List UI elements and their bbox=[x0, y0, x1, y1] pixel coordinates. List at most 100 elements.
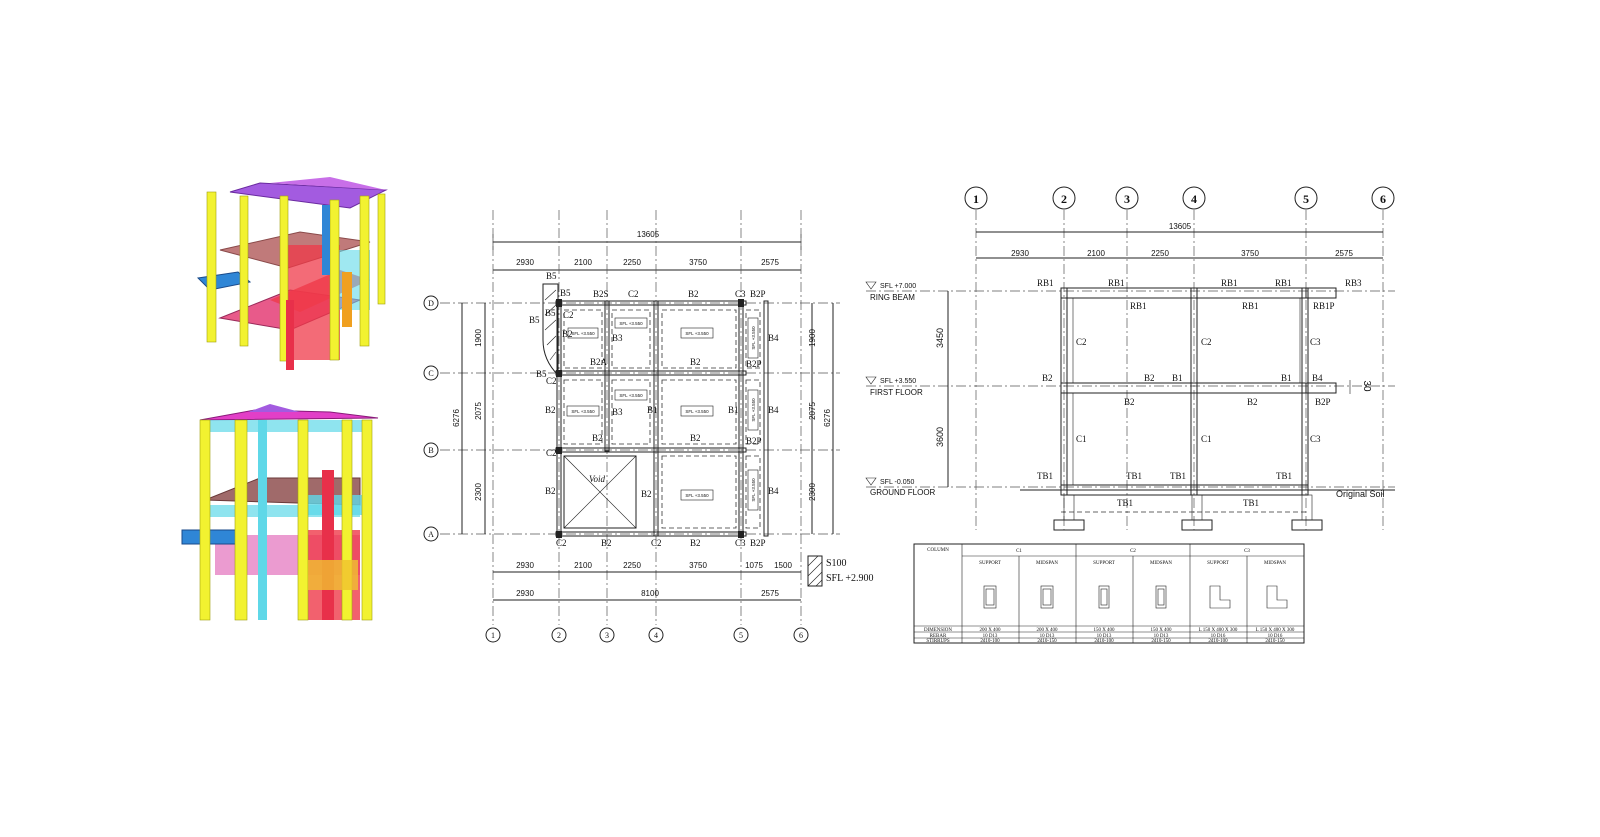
member-label: C2 bbox=[546, 448, 557, 458]
plan-dim-top: 2930 bbox=[516, 258, 534, 267]
void-label: Void bbox=[589, 474, 606, 484]
member-label: B2 bbox=[688, 289, 699, 299]
plan-left-dim: 2300 bbox=[474, 483, 483, 501]
member-label: B2P bbox=[1315, 397, 1331, 407]
schedule-cell: 200 X 400 bbox=[1036, 628, 1058, 633]
member-label: RB1 bbox=[1242, 301, 1259, 311]
member-label: TB1 bbox=[1170, 471, 1186, 481]
member-label: TB1 bbox=[1117, 498, 1133, 508]
section-grid-bubble: 6 bbox=[1380, 192, 1386, 206]
section-overall-dim: 13605 bbox=[1169, 222, 1192, 231]
schedule-row-label: DIMENSION bbox=[924, 628, 952, 633]
level-sfl: SFL -0.050 bbox=[880, 479, 914, 486]
plan-dim-top: 2100 bbox=[574, 258, 592, 267]
member-label: TB1 bbox=[1243, 498, 1259, 508]
grid-bubble-col: 3 bbox=[605, 631, 609, 640]
plan-overall-dim: 13605 bbox=[637, 230, 660, 239]
schedule-cell: 2d10-150 bbox=[1151, 639, 1171, 644]
schedule-cell: 10 D13 bbox=[1040, 634, 1055, 639]
member-label: C2 bbox=[563, 310, 574, 320]
grid-bubble-col: 2 bbox=[557, 631, 561, 640]
schedule-cell: 10 D13 bbox=[983, 634, 998, 639]
member-label: RB1 bbox=[1221, 278, 1238, 288]
schedule-cell: 10 D16 bbox=[1268, 634, 1283, 639]
model-view-bottom bbox=[181, 404, 379, 621]
member-label: B2A bbox=[590, 357, 608, 367]
schedule-cell: L 150 X 400 X 300 bbox=[1256, 628, 1295, 633]
plan-dim-bottom: 3750 bbox=[689, 561, 707, 570]
member-label: B2 bbox=[562, 329, 573, 339]
section-grid-bubble: 3 bbox=[1124, 192, 1130, 206]
member-label: C2 bbox=[1076, 337, 1087, 347]
member-label: B2 bbox=[690, 433, 701, 443]
level-name: GROUND FLOOR bbox=[870, 488, 936, 497]
schedule-row-label: STIRRUPS bbox=[926, 639, 950, 644]
member-label: C2 bbox=[651, 538, 662, 548]
plan-left-total: 6276 bbox=[452, 409, 461, 427]
member-label: B2P bbox=[746, 436, 762, 446]
member-label: B2 bbox=[545, 405, 556, 415]
legend-s100: S100 bbox=[826, 558, 847, 569]
member-label: B2 bbox=[690, 538, 701, 548]
section-dim: 3750 bbox=[1241, 249, 1259, 258]
member-label: B2 bbox=[1124, 397, 1135, 407]
plan-dim-bottom: 2250 bbox=[623, 561, 641, 570]
member-label: B2 bbox=[1042, 373, 1053, 383]
member-label: TB1 bbox=[1276, 471, 1292, 481]
member-label: C2 bbox=[1201, 337, 1212, 347]
section-grid-bubble: 2 bbox=[1061, 192, 1067, 206]
grid-bubble-row: A bbox=[428, 530, 434, 539]
plan-dim-top: 2575 bbox=[761, 258, 779, 267]
grid-bubble-col: 4 bbox=[654, 631, 658, 640]
legend-sfl: SFL +2.900 bbox=[826, 573, 874, 584]
member-label: B2 bbox=[1247, 397, 1258, 407]
member-label: TB1 bbox=[1126, 471, 1142, 481]
schedule-header: COLUMN bbox=[927, 548, 949, 553]
schedule-cell: 2d10-150 bbox=[1037, 639, 1057, 644]
member-label: B4 bbox=[1312, 373, 1323, 383]
member-label: B5 bbox=[560, 288, 571, 298]
column-schedule-table: COLUMN C1 C2 C3 SUPPORT MIDSPAN SUPPORT … bbox=[913, 543, 1305, 644]
section-grid-bubble: 5 bbox=[1303, 192, 1309, 206]
member-label: C1 bbox=[1076, 434, 1087, 444]
member-label: B1 bbox=[647, 405, 658, 415]
plan-dim-bottom: 2930 bbox=[516, 589, 534, 598]
member-label: B2 bbox=[601, 538, 612, 548]
level-name: FIRST FLOOR bbox=[870, 388, 923, 397]
plan-left-dim: 1900 bbox=[474, 329, 483, 347]
sfl-tag: SFL +3.550 bbox=[571, 409, 595, 414]
plan-dim-bottom: 2930 bbox=[516, 561, 534, 570]
grid-bubble-row: D bbox=[428, 299, 434, 308]
plan-right-dim: 2300 bbox=[808, 483, 817, 501]
member-label: C3 bbox=[735, 289, 746, 299]
member-label: B3 bbox=[612, 407, 623, 417]
soil-label: Original Soil bbox=[1336, 489, 1385, 499]
member-label: C2 bbox=[556, 538, 567, 548]
sfl-tag: SFL +3.550 bbox=[619, 321, 643, 326]
member-label: B2 bbox=[592, 433, 603, 443]
floor-plan: 13605 2930 2100 2250 3750 2575 D C B A 6… bbox=[423, 210, 874, 643]
schedule-cell: 10 D13 bbox=[1154, 634, 1169, 639]
plan-dim-bottom: 2100 bbox=[574, 561, 592, 570]
member-label: B1 bbox=[1281, 373, 1292, 383]
sfl-tag: SFL +3.550 bbox=[685, 493, 709, 498]
schedule-cell: 2d10-100 bbox=[1208, 639, 1228, 644]
sfl-tag: SFL +3.550 bbox=[685, 331, 709, 336]
schedule-group: C1 bbox=[1016, 549, 1022, 554]
schedule-group: C3 bbox=[1244, 549, 1250, 554]
grid-bubble-col: 5 bbox=[739, 631, 743, 640]
member-label: B2S bbox=[593, 289, 609, 299]
schedule-cell: 150 X 400 bbox=[1093, 628, 1115, 633]
schedule-sub: SUPPORT bbox=[1207, 561, 1229, 566]
schedule-sub: MIDSPAN bbox=[1036, 561, 1058, 566]
grid-bubble-row: C bbox=[428, 369, 433, 378]
member-label: C3 bbox=[735, 538, 746, 548]
section-dim: 2100 bbox=[1087, 249, 1105, 258]
plan-right-total: 6276 bbox=[823, 409, 832, 427]
building-section: 1 2 3 4 5 6 13605 2930 2100 2250 3750 25… bbox=[865, 186, 1395, 531]
grid-bubble-col: 6 bbox=[799, 631, 803, 640]
member-label: B3 bbox=[612, 333, 623, 343]
member-label: B5 bbox=[536, 369, 547, 379]
member-label: B4 bbox=[768, 486, 779, 496]
